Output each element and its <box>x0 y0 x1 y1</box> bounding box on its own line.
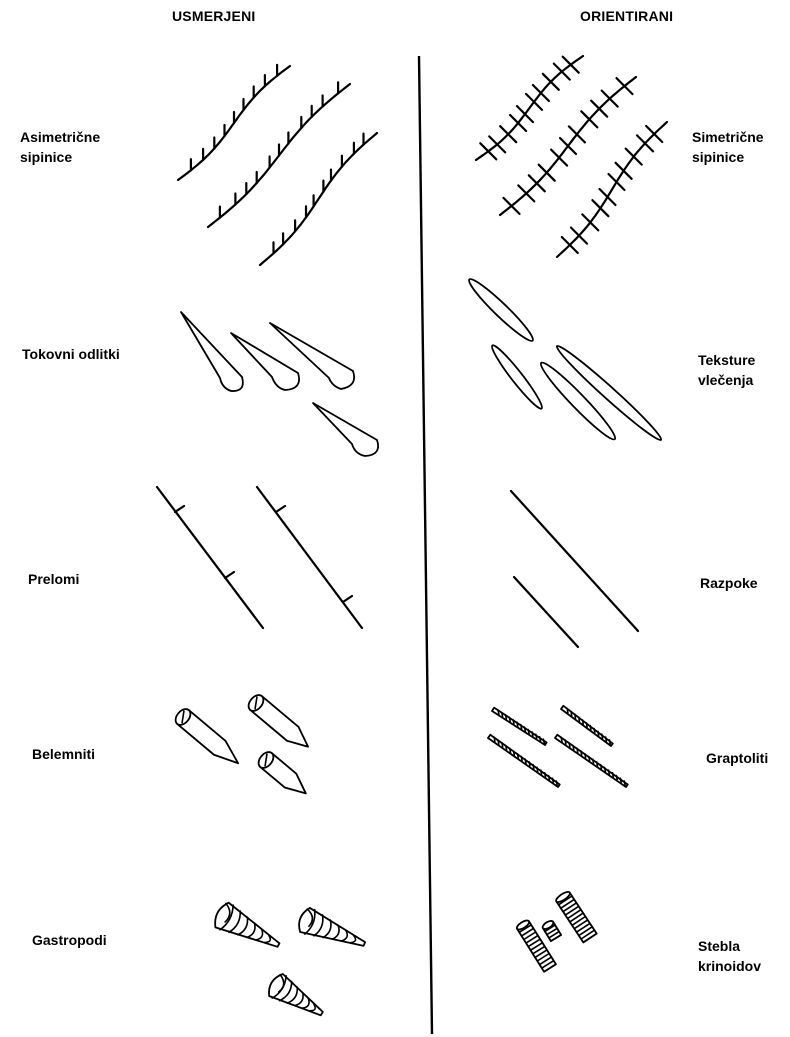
asymmetric-ripples-icon <box>178 65 377 265</box>
faults-icon <box>157 487 362 628</box>
flute-casts-icon <box>181 312 378 456</box>
divider-line <box>419 56 432 1034</box>
crinoid-stems-icon <box>515 890 596 972</box>
drag-textures-icon <box>465 275 665 445</box>
joints-icon <box>511 491 638 647</box>
graptolites-icon <box>488 706 628 787</box>
gastropods-icon <box>211 900 369 1024</box>
symmetric-ripples-icon <box>476 56 667 257</box>
belemnites-icon <box>173 692 314 800</box>
